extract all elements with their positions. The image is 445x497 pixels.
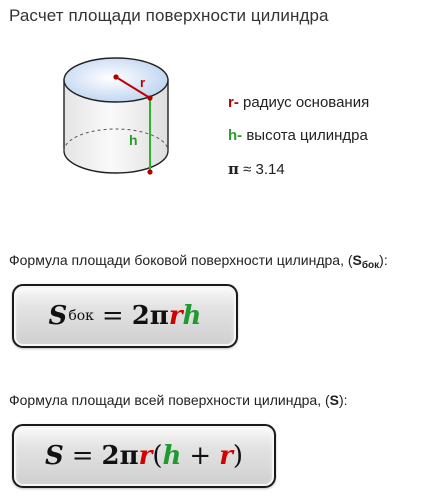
formula-coef: 2π [101,441,139,471]
legend-h-text: высота цилиндра [242,127,368,144]
formula-r2: r [219,441,233,471]
cylinder-diagram: r h [63,57,169,175]
formula-rparen: ) [232,441,244,471]
total-formula-label: Формула площади всей поверхности цилиндр… [9,392,348,408]
total-label-suffix: ): [338,392,348,408]
formula-plus: + [189,441,212,471]
lateral-label-symbol: S [352,252,362,268]
legend-h-symbol: h- [228,127,243,144]
bottom-edge-point [147,169,153,175]
center-point [113,74,119,80]
cylinder-top [63,57,169,103]
top-edge-point [147,95,153,101]
legend-r-symbol: r- [228,94,239,111]
legend-height: h- высота цилиндра [228,125,369,158]
legend: r- радиус основания h- высота цилиндра π… [228,92,369,191]
cylinder-bottom-hidden [63,128,169,152]
formula-coef: 2π [131,301,169,331]
radius-label: r [140,75,145,90]
formula-s: S [48,301,68,331]
formula-lparen: ( [152,441,163,471]
height-label: h [129,132,138,148]
lateral-label-sub: бок [361,260,380,271]
total-label-symbol: S [329,392,339,408]
legend-r-text: радиус основания [238,94,370,111]
lateral-label-prefix: Формула площади боковой поверхности цили… [9,252,353,268]
cylinder-side [63,79,169,174]
legend-pi-text: ≈ 3.14 [238,161,285,178]
radius-line [115,76,151,99]
formula-h: h [182,301,202,331]
legend-pi: π ≈ 3.14 [228,158,369,191]
total-label-prefix: Формула площади всей поверхности цилиндр… [9,392,330,408]
formula-eq: = [101,301,124,331]
legend-pi-symbol: π [228,160,239,178]
formula-eq: = [71,441,94,471]
formula-h: h [162,441,182,471]
page-title: Расчет площади поверхности цилиндра [9,6,329,25]
lateral-formula-label: Формула площади боковой поверхности цили… [9,252,388,271]
formula-r: r [168,301,183,331]
formula-s: S [44,441,64,471]
formula-r: r [138,441,153,471]
formula-sub: бок [68,308,94,324]
legend-radius: r- радиус основания [228,92,369,125]
lateral-label-suffix: ): [379,252,388,268]
